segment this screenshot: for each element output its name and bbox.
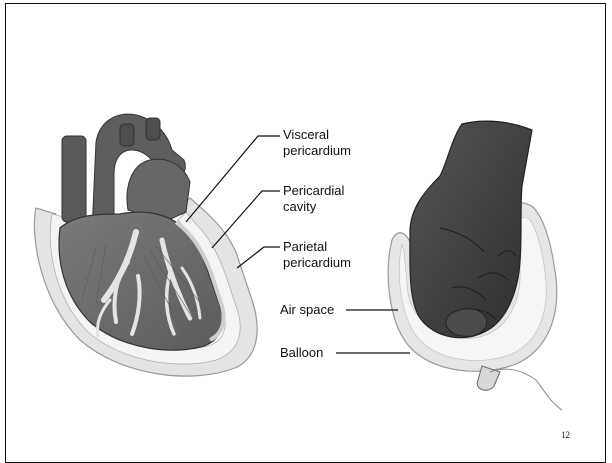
superior-vena-cava bbox=[62, 136, 86, 222]
label-visceral-line1: Visceral bbox=[283, 127, 351, 143]
diagram-canvas bbox=[0, 0, 612, 452]
label-cavity-line1: Pericardial bbox=[283, 183, 344, 199]
thumb bbox=[446, 309, 487, 337]
slide: Visceral pericardium Pericardial cavity … bbox=[0, 0, 612, 452]
aortic-branch-1 bbox=[120, 124, 134, 146]
label-balloon: Balloon bbox=[280, 345, 323, 361]
label-cavity-line2: cavity bbox=[283, 199, 344, 215]
label-parietal-line1: Parietal bbox=[283, 239, 351, 255]
aortic-branch-2 bbox=[146, 118, 160, 140]
label-parietal-line2: pericardium bbox=[283, 255, 351, 271]
balloon-illustration bbox=[388, 121, 562, 410]
parietal-leader bbox=[237, 247, 280, 268]
balloon-string bbox=[490, 369, 562, 410]
label-parietal-pericardium: Parietal pericardium bbox=[283, 239, 351, 271]
label-visceral-pericardium: Visceral pericardium bbox=[283, 127, 351, 159]
page-number: 12 bbox=[561, 430, 570, 440]
label-air-space: Air space bbox=[280, 302, 334, 318]
heart-illustration bbox=[34, 114, 257, 376]
label-visceral-line2: pericardium bbox=[283, 143, 351, 159]
label-pericardial-cavity: Pericardial cavity bbox=[283, 183, 344, 215]
